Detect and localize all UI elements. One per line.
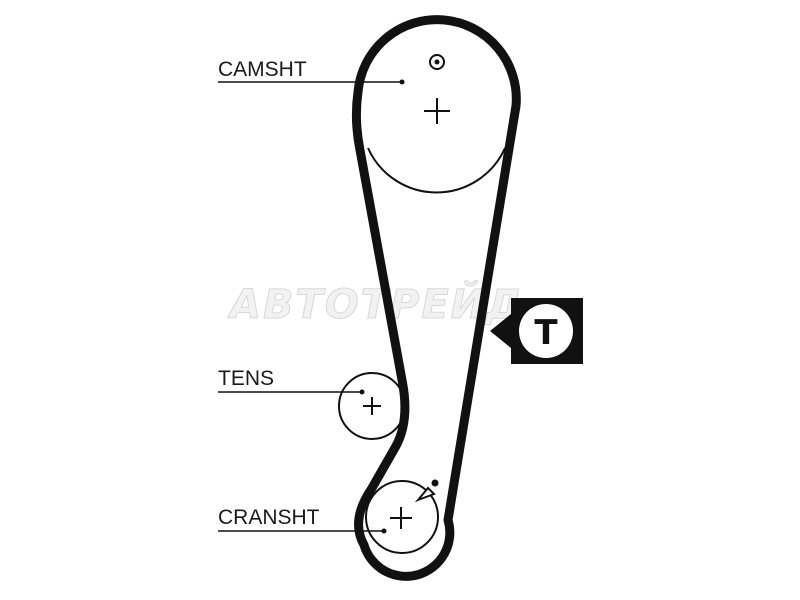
camshaft-pulley [367,147,506,194]
tensioner-center-icon [363,397,381,415]
camshaft-center-icon [424,98,450,124]
tensioner-label: TENS [218,367,274,390]
camshaft-leader-dot [399,79,405,85]
tension-badge: T [490,298,583,364]
tensioner-leader-dot [359,389,365,395]
crankshaft-pulley [365,480,439,554]
crankshaft-label: CRANSHT [218,506,320,529]
camshaft-label: CAMSHT [218,58,307,81]
tension-badge-letter: T [534,313,558,353]
watermark: АВТОТРЕЙД [227,280,524,328]
tensioner-pulley [338,372,406,440]
camshaft-timing-mark-icon [429,54,445,70]
crankshaft-center-icon [390,507,412,529]
crankshaft-timing-mark-icon [414,479,439,503]
crankshaft-leader-dot [381,528,387,534]
